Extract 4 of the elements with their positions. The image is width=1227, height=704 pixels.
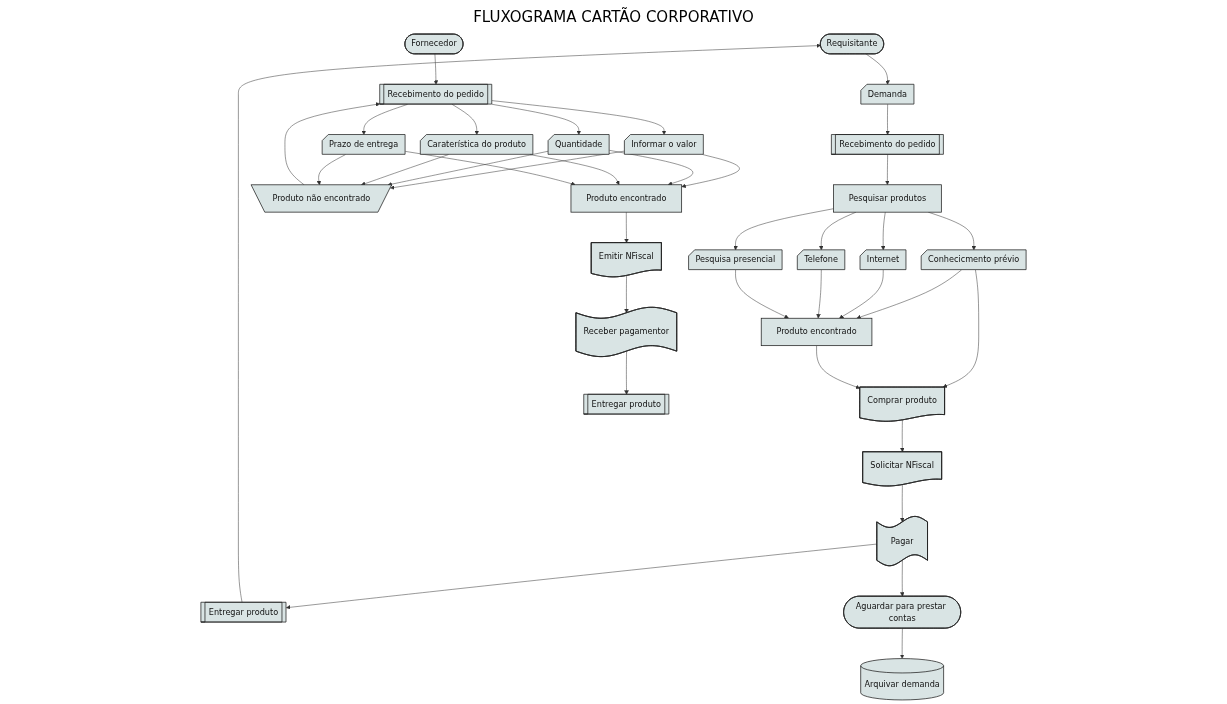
node-box: Produto encontrado	[760, 317, 873, 347]
node-box: Produto encontrado	[570, 184, 683, 213]
diagram-title: FLUXOGRAMA CARTÃO CORPORATIVO	[473, 8, 754, 26]
node-box: Pesquisar produtos	[833, 184, 942, 213]
